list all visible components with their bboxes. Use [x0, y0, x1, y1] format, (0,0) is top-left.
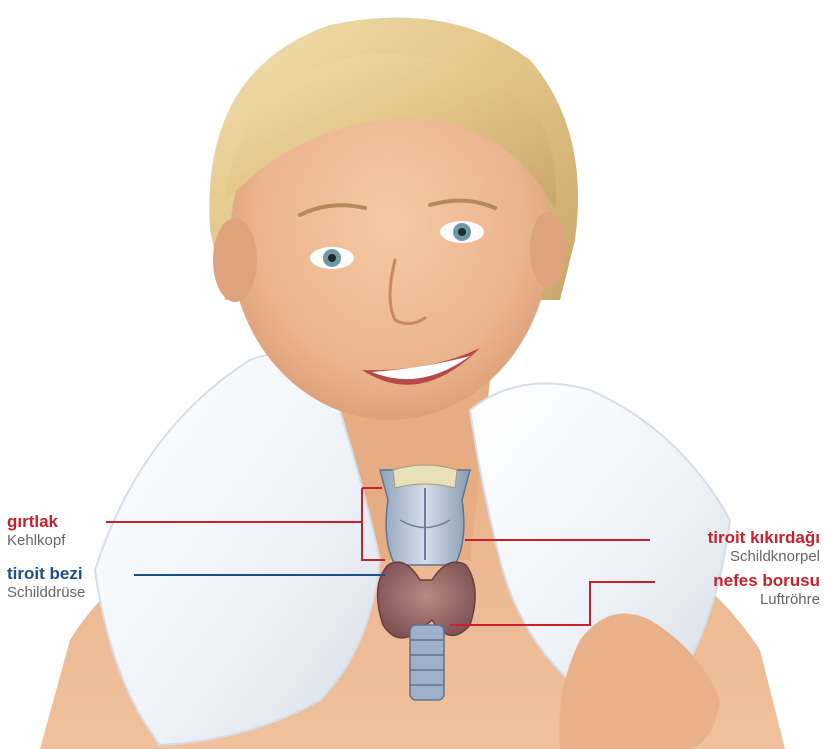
label-thyroid-cartilage: tiroit kıkırdağı Schildknorpel	[708, 528, 820, 565]
trachea-illustration	[410, 625, 444, 700]
label-thyroid-gland-german: Schilddrüse	[7, 584, 85, 601]
label-trachea: nefes borusu Luftröhre	[713, 571, 820, 608]
label-trachea-turkish: nefes borusu	[713, 571, 820, 591]
label-thyroid-cartilage-turkish: tiroit kıkırdağı	[708, 528, 820, 548]
label-thyroid-cartilage-german: Schildknorpel	[708, 548, 820, 565]
label-thyroid-gland-turkish: tiroit bezi	[7, 564, 85, 584]
larynx-illustration	[380, 465, 470, 565]
label-larynx: gırtlak Kehlkopf	[7, 512, 65, 549]
label-larynx-turkish: gırtlak	[7, 512, 65, 532]
label-thyroid-gland: tiroit bezi Schilddrüse	[7, 564, 85, 601]
label-larynx-german: Kehlkopf	[7, 532, 65, 549]
label-trachea-german: Luftröhre	[713, 591, 820, 608]
